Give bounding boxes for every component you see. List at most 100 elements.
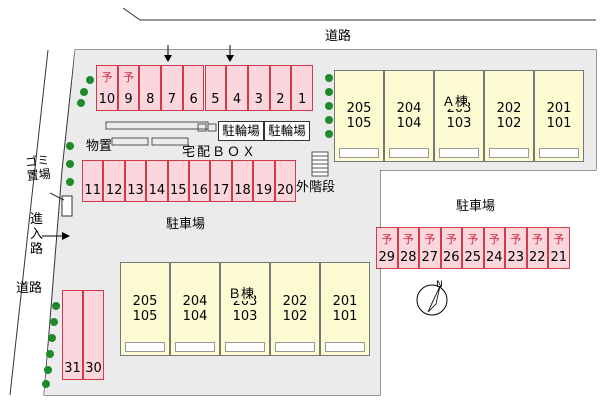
reserved-mark: 予: [101, 71, 113, 84]
parking-space-number: 16: [191, 183, 208, 198]
unit-balcony: [125, 342, 165, 352]
parking-space: 予 24: [483, 227, 505, 269]
tree-icon: [66, 142, 74, 150]
parking-space: 14: [146, 160, 168, 202]
parking-space: 19: [253, 160, 275, 202]
parking-space-number: 4: [232, 92, 242, 107]
unit-balcony: [339, 148, 379, 158]
room-lower: 103: [232, 309, 258, 324]
unit-balcony: [439, 148, 479, 158]
parking-space-number: 27: [421, 250, 439, 265]
tree-icon: [77, 99, 85, 107]
reserved-mark: 予: [553, 233, 565, 246]
stairs-icon: [311, 151, 329, 177]
parking-space: 予 10: [96, 65, 118, 111]
reserved-mark: 予: [381, 233, 393, 246]
parking-space: 15: [167, 160, 189, 202]
parking-space-number: 12: [105, 183, 123, 198]
room-lower: 102: [282, 309, 308, 324]
parking-space: 16: [189, 160, 211, 202]
parking-space-number: 23: [507, 250, 525, 265]
tree-icon: [66, 160, 74, 168]
parking-space: 2: [269, 65, 292, 111]
parking-space: 7: [161, 65, 183, 111]
parking-space: 予 27: [419, 227, 441, 269]
room-lower: 103: [446, 116, 472, 131]
room-lower: 105: [346, 116, 372, 131]
parking-space-number: 13: [127, 183, 144, 198]
reserved-mark: 予: [510, 233, 522, 246]
parking-space: 5: [204, 65, 227, 111]
tree-icon: [42, 380, 50, 388]
reserved-mark: 予: [123, 71, 135, 84]
room-upper: 201: [332, 294, 358, 309]
room-lower: 102: [496, 116, 522, 131]
parking-space-number: 2: [276, 92, 285, 107]
road-edge-top: [122, 7, 596, 21]
parking-space-number: 10: [98, 92, 116, 107]
reserved-mark: 予: [531, 233, 543, 246]
room-upper: 204: [182, 294, 208, 309]
parking-space-number: 17: [212, 183, 230, 198]
north-label: N: [436, 280, 443, 290]
parking-space-number: 24: [485, 250, 503, 265]
tree-icon: [46, 350, 54, 358]
parking-space-number: 18: [234, 183, 251, 198]
building-b-label: Ｂ棟: [228, 287, 255, 302]
reserved-mark: 予: [467, 233, 479, 246]
tree-icon: [325, 102, 333, 110]
parking-space: 8: [139, 65, 162, 111]
room-lower: 104: [182, 309, 208, 324]
road-label-left: 道路: [16, 281, 43, 296]
arrow-down-icon: [226, 45, 234, 62]
bike-parking-1: 駐輪場: [218, 121, 264, 141]
road-edge-left: [9, 49, 49, 396]
north-compass-icon: [416, 284, 448, 316]
bike-parking-2: 駐輪場: [264, 121, 310, 141]
parking-space-number: 29: [378, 250, 396, 265]
tree-icon: [325, 116, 333, 124]
parking-space-number: 26: [442, 250, 460, 265]
parking-space-number: 1: [298, 92, 307, 107]
tree-icon: [48, 334, 56, 342]
parking-space: 1: [291, 65, 313, 111]
parking-space: 13: [124, 160, 147, 202]
parking-space-number: 7: [167, 92, 177, 107]
unit-balcony: [175, 342, 215, 352]
room-lower: 105: [132, 309, 158, 324]
unit-balcony: [389, 148, 429, 158]
parking-space: 20: [274, 160, 296, 202]
parking-space-number: 6: [189, 92, 198, 107]
parking-space-number: 5: [211, 92, 220, 107]
parking-space-number: 21: [550, 250, 568, 265]
unit-balcony: [489, 148, 529, 158]
reserved-mark: 予: [445, 233, 457, 246]
room-upper: 205: [346, 101, 372, 116]
unit-balcony: [225, 342, 265, 352]
parking-space-number: 19: [255, 183, 273, 198]
reserved-mark: 予: [424, 233, 436, 246]
parking-space: 予 26: [440, 227, 462, 269]
reserved-mark: 予: [402, 233, 414, 246]
parking-space: 30: [83, 290, 104, 380]
tree-icon: [80, 88, 88, 96]
road-label-top: 道路: [325, 29, 352, 44]
tree-icon: [325, 130, 333, 138]
room-upper: 201: [546, 101, 572, 116]
reserved-mark: 予: [488, 233, 500, 246]
arrow-right-icon: [42, 232, 70, 240]
room-lower: 104: [396, 116, 422, 131]
parking-space-number: 9: [124, 92, 133, 107]
room-lower: 101: [332, 309, 358, 324]
